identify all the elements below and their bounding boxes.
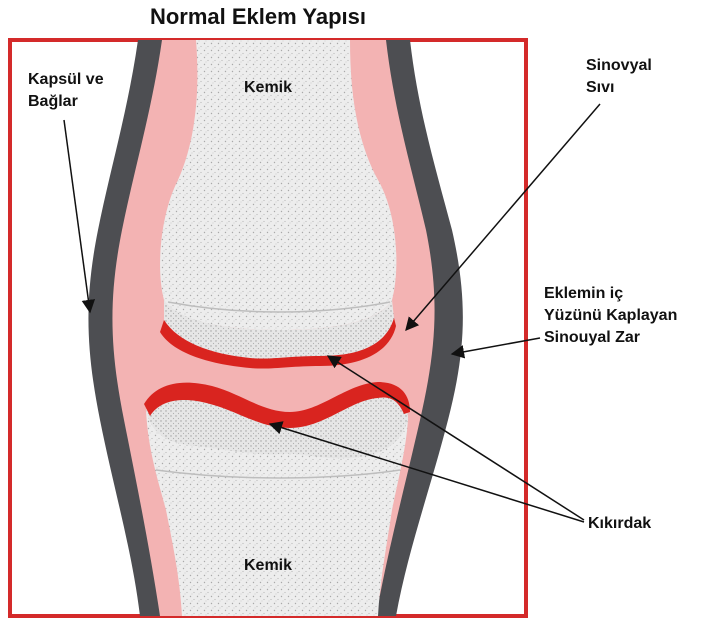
bone-label-top: Kemik (244, 79, 292, 96)
page-title: Normal Eklem Yapısı (150, 4, 366, 29)
bone-label-bottom: Kemik (244, 557, 292, 574)
membrane-label-line3: Sinouyal Zar (544, 329, 640, 346)
capsule-label-line2: Bağlar (28, 93, 78, 110)
fluid-label-line1: Sinovyal (586, 57, 652, 74)
cartilage-label: Kıkırdak (588, 515, 651, 532)
capsule-label-line1: Kapsül ve (28, 71, 104, 88)
fluid-label-line2: Sıvı (586, 79, 614, 96)
membrane-label-line1: Eklemin iç (544, 285, 623, 302)
membrane-label-line2: Yüzünü Kaplayan (544, 307, 677, 324)
